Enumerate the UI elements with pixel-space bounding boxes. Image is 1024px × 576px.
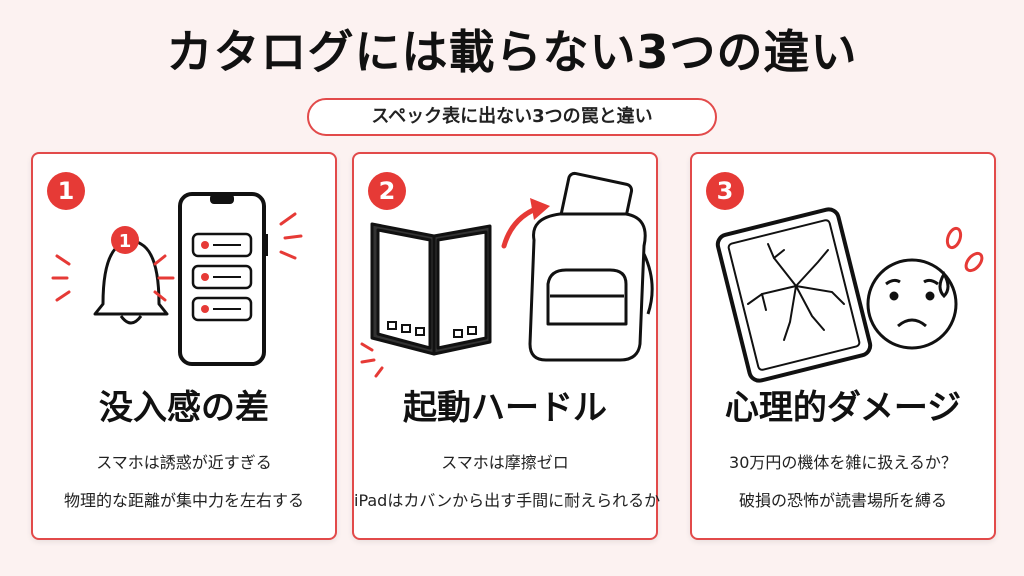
notification-dot — [111, 226, 139, 254]
card-title: 没入感の差 — [99, 388, 269, 428]
smartphone-icon — [178, 192, 268, 366]
card-text-line1: スマホは誘惑が近すぎる — [96, 453, 272, 472]
card-psychological-damage: 3 — [690, 152, 996, 540]
card-startup-hurdle: 2 起動ハードル — [352, 152, 661, 540]
worried-face-icon — [866, 258, 958, 350]
card-immersion: 1 1 — [31, 152, 337, 540]
cracked-tablet-icon — [715, 207, 873, 383]
card-number-badge: 3 — [706, 172, 744, 210]
card-text-line2: 物理的な距離が集中力を左右する — [63, 491, 304, 510]
card-number-badge: 2 — [368, 172, 406, 210]
subtitle-pill: スペック表に出ない3つの罠と違い — [307, 98, 717, 136]
notification-count: 1 — [119, 231, 132, 252]
card-title: 心理的ダメージ — [724, 388, 962, 428]
bell-and-phone-illustration: 1 — [51, 192, 303, 366]
card-text-line1: 30万円の機体を雑に扱えるか？ — [729, 453, 957, 472]
card-text-line2: 破損の恐怖が読書場所を縛る — [738, 491, 947, 510]
page-title: カタログには載らない3つの違い — [166, 25, 858, 79]
tablet-case-icon — [370, 222, 492, 356]
tablet-and-backpack-illustration — [360, 171, 654, 378]
card-text-line2: iPadはカバンから出す手間に耐えられるか — [354, 491, 661, 510]
backpack-icon — [528, 171, 654, 362]
cracked-tablet-and-worried-face-illustration — [715, 207, 984, 383]
card-text-line1: スマホは摩擦ゼロ — [441, 453, 569, 472]
card-title: 起動ハードル — [403, 388, 607, 428]
card-number-badge: 1 — [47, 172, 85, 210]
